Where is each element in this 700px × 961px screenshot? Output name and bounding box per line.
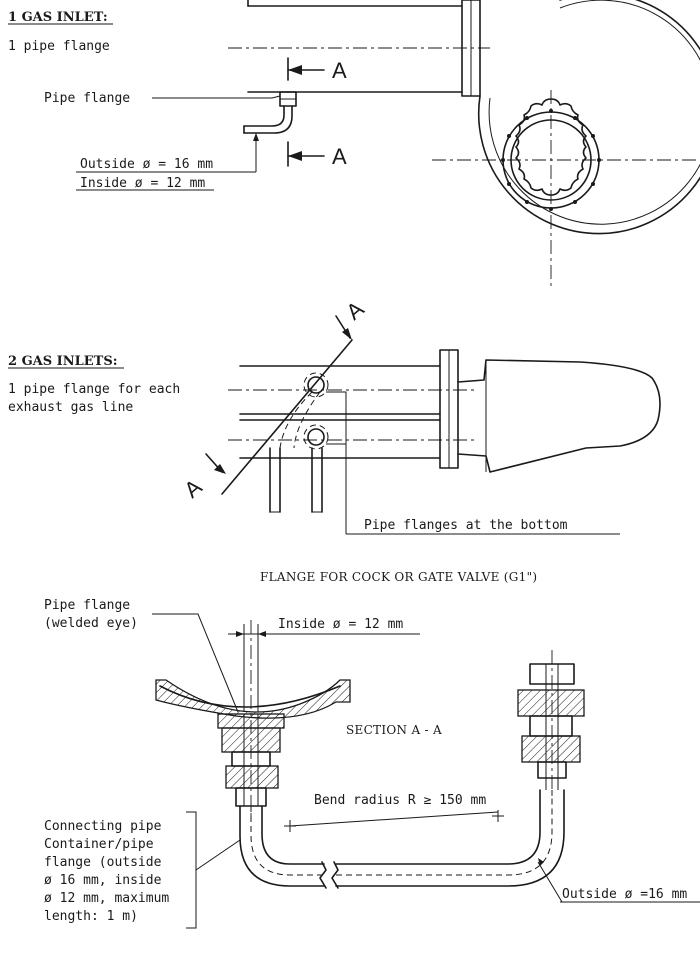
right-fitting <box>517 689 585 717</box>
connecting-line-2: Container/pipe <box>44 837 154 852</box>
bend-radius-label: Bend radius R ≥ 150 mm <box>314 793 486 808</box>
connecting-line-5: ø 12 mm, maximum <box>44 891 169 906</box>
inside-diameter-bottom: Inside ø = 12 mm <box>278 617 403 632</box>
section-letter-top-2: A <box>332 144 347 169</box>
connecting-line-6: length: 1 m) <box>44 909 138 924</box>
pipe-flange-label: Pipe flange <box>44 91 130 106</box>
outside-diameter-bottom: Outside ø =16 mm <box>562 887 687 902</box>
section-letter-mid-1: A <box>341 296 369 325</box>
inside-diameter-label: Inside ø = 12 mm <box>80 176 205 191</box>
outside-diameter-label: Outside ø = 16 mm <box>80 157 213 172</box>
double-inlet-heading: 2 GAS INLETS: <box>8 354 118 369</box>
double-inlet-desc-1: 1 pipe flange for each <box>8 382 180 397</box>
pipe-flange-welded-2: (welded eye) <box>44 616 138 631</box>
pipe-flanges-bottom-label: Pipe flanges at the bottom <box>364 518 568 533</box>
section-letter-mid-2: A <box>179 474 207 503</box>
connecting-line-1: Connecting pipe <box>44 819 162 834</box>
pipe-flange-welded-1: Pipe flange <box>44 598 130 613</box>
upper-pipe-flange <box>307 376 325 394</box>
single-inlet-subheading: 1 pipe flange <box>8 39 110 54</box>
connecting-pipe-note: Connecting pipe Container/pipe flange (o… <box>44 819 169 924</box>
section-a-a-label: SECTION A - A <box>346 723 442 737</box>
connecting-line-3: flange (outside <box>44 855 162 870</box>
section-a-a-view: FLANGE FOR COCK OR GATE VALVE (G1") <box>44 570 700 929</box>
connecting-line-4: ø 16 mm, inside <box>44 873 162 888</box>
single-inlet-heading: 1 GAS INLET: <box>8 10 108 25</box>
double-inlet-view: A A 2 GAS INLETS: 1 pipe flange for each… <box>8 296 661 535</box>
connecting-pipe-left <box>239 805 325 887</box>
lower-pipe-flange <box>307 428 325 446</box>
container-wall <box>155 679 351 719</box>
single-inlet-view: A A 1 GAS INLET: 1 pipe flange Pipe flan… <box>8 0 700 290</box>
section-cut-diagonal <box>221 339 353 495</box>
connecting-pipe-right <box>335 789 541 865</box>
section-letter-top-1: A <box>332 58 347 83</box>
flange-cock-title: FLANGE FOR COCK OR GATE VALVE (G1") <box>260 570 537 584</box>
double-inlet-desc-2: exhaust gas line <box>8 400 133 415</box>
